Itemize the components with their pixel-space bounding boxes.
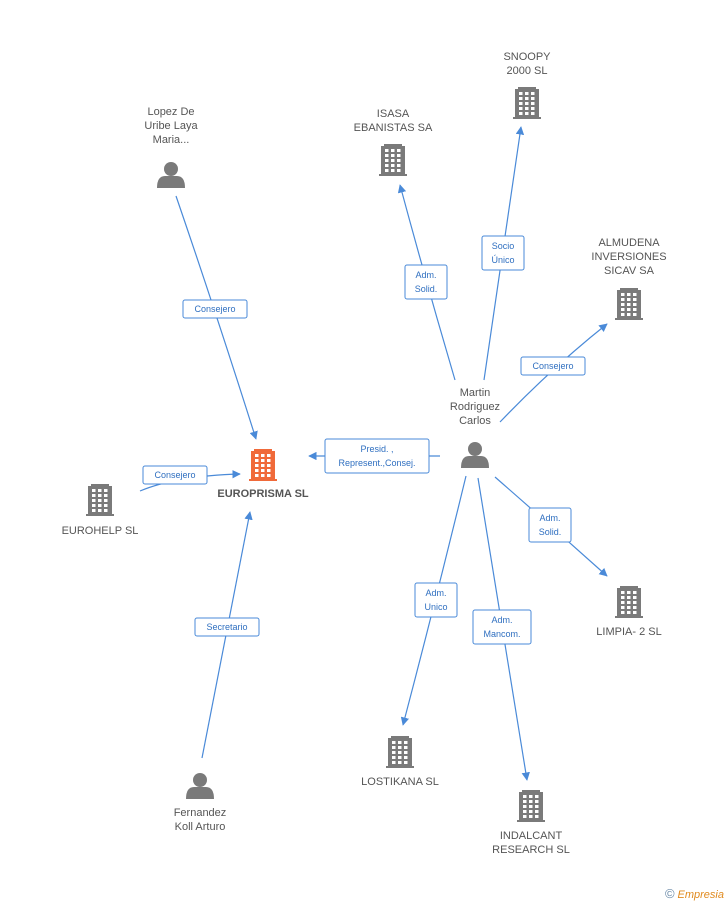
- edge-martin-isasa: Adm. Solid.: [397, 184, 456, 381]
- node-isasa[interactable]: ISASA EBANISTAS SA: [354, 108, 433, 176]
- edge-label-box[interactable]: [520, 356, 586, 376]
- edge-label-box[interactable]: [404, 264, 448, 300]
- edge-label-text: Adm.: [415, 270, 436, 280]
- edge-label-text: Unico: [424, 602, 447, 612]
- node-label: LIMPIA- 2 SL: [596, 626, 661, 638]
- node-label: 2000 SL: [507, 65, 548, 77]
- node-label: Rodriguez: [450, 401, 500, 413]
- brand-name: Empresia: [677, 889, 724, 901]
- edge-label-text: Socio: [492, 241, 515, 251]
- node-label: SNOOPY: [503, 51, 551, 63]
- node-snoopy[interactable]: SNOOPY 2000 SL: [503, 51, 551, 119]
- building-icon: [249, 449, 277, 481]
- edge-label-text: Solid.: [539, 527, 562, 537]
- node-label: SICAV SA: [604, 265, 655, 277]
- edge-label-box[interactable]: [182, 299, 248, 319]
- building-icon: [86, 484, 114, 516]
- edge-label-text: Solid.: [415, 284, 438, 294]
- node-label: EBANISTAS SA: [354, 122, 433, 134]
- edge-label-text: Único: [491, 255, 514, 265]
- edge-martin-almudena: Consejero: [499, 323, 608, 423]
- footer-brand: ©Empresia: [665, 886, 724, 901]
- edge-martin-limpia: Adm. Solid.: [494, 476, 608, 577]
- building-icon: [517, 790, 545, 822]
- edge-label-text: Consejero: [154, 470, 195, 480]
- edge-label-box[interactable]: [142, 465, 208, 485]
- node-almudena[interactable]: ALMUDENA INVERSIONES SICAV SA: [591, 237, 667, 320]
- person-icon: [461, 442, 489, 468]
- edge-label-text: Adm.: [539, 513, 560, 523]
- edge-label-box[interactable]: [481, 235, 525, 271]
- edge-martin-lostikana: Adm. Unico: [400, 475, 467, 726]
- edge-label-text: Represent.,Consej.: [338, 458, 415, 468]
- building-icon: [386, 736, 414, 768]
- edge-label-box[interactable]: [528, 507, 572, 543]
- person-icon: [186, 773, 214, 799]
- node-label: Koll Arturo: [175, 821, 226, 833]
- node-label: INDALCANT: [500, 830, 563, 842]
- edge-label-text: Presid. ,: [360, 444, 393, 454]
- node-eurohelp[interactable]: EUROHELP SL: [62, 484, 139, 537]
- copyright-symbol: ©: [664, 886, 675, 901]
- edge-lopez-europrisma: Consejero: [175, 195, 258, 440]
- building-icon: [615, 288, 643, 320]
- node-indalcant[interactable]: INDALCANT RESEARCH SL: [492, 790, 570, 856]
- edge-fernandez-europrisma: Secretario: [194, 511, 260, 759]
- node-label: ALMUDENA: [598, 237, 660, 249]
- edge-label-text: Adm.: [491, 615, 512, 625]
- edge-eurohelp-europrisma: Consejero: [139, 465, 241, 492]
- node-europrisma[interactable]: EUROPRISMA SL: [217, 449, 309, 500]
- node-limpia[interactable]: LIMPIA- 2 SL: [596, 586, 662, 638]
- edge-label-box[interactable]: [472, 609, 532, 645]
- edge-label-box[interactable]: [414, 582, 458, 618]
- edge-martin-indalcant: Adm. Mancom.: [472, 477, 532, 781]
- building-icon: [513, 87, 541, 119]
- person-icon: [157, 162, 185, 188]
- edge-martin-europrisma: Presid. , Represent.,Consej.: [308, 438, 440, 474]
- node-label: ISASA: [377, 108, 410, 120]
- edge-label-text: Mancom.: [483, 629, 520, 639]
- node-label: Maria...: [153, 134, 190, 146]
- node-lopez[interactable]: Lopez De Uribe LayaMaria...: [144, 106, 198, 188]
- node-label: Martin: [460, 387, 491, 399]
- node-lostikana[interactable]: LOSTIKANA SL: [361, 736, 439, 788]
- node-label: LOSTIKANA SL: [361, 776, 439, 788]
- node-label: Lopez De: [147, 106, 194, 118]
- edge-label-text: Adm.: [425, 588, 446, 598]
- edge-label-text: Secretario: [206, 622, 247, 632]
- node-label: Uribe Laya: [144, 120, 198, 132]
- nodes-layer: EUROPRISMA SL EUROHELP SL Lopez De Uribe La…: [62, 51, 667, 856]
- node-label: RESEARCH SL: [492, 844, 570, 856]
- building-icon: [379, 144, 407, 176]
- node-label: INVERSIONES: [591, 251, 666, 263]
- node-label: Carlos: [459, 415, 491, 427]
- building-icon: [615, 586, 643, 618]
- edge-label-text: Consejero: [194, 304, 235, 314]
- node-label: EUROHELP SL: [62, 525, 139, 537]
- edge-label-box[interactable]: [324, 438, 430, 474]
- edge-label-box[interactable]: [194, 617, 260, 637]
- edge-label-text: Consejero: [532, 361, 573, 371]
- node-label: Fernandez: [174, 807, 227, 819]
- node-label: EUROPRISMA SL: [217, 488, 309, 500]
